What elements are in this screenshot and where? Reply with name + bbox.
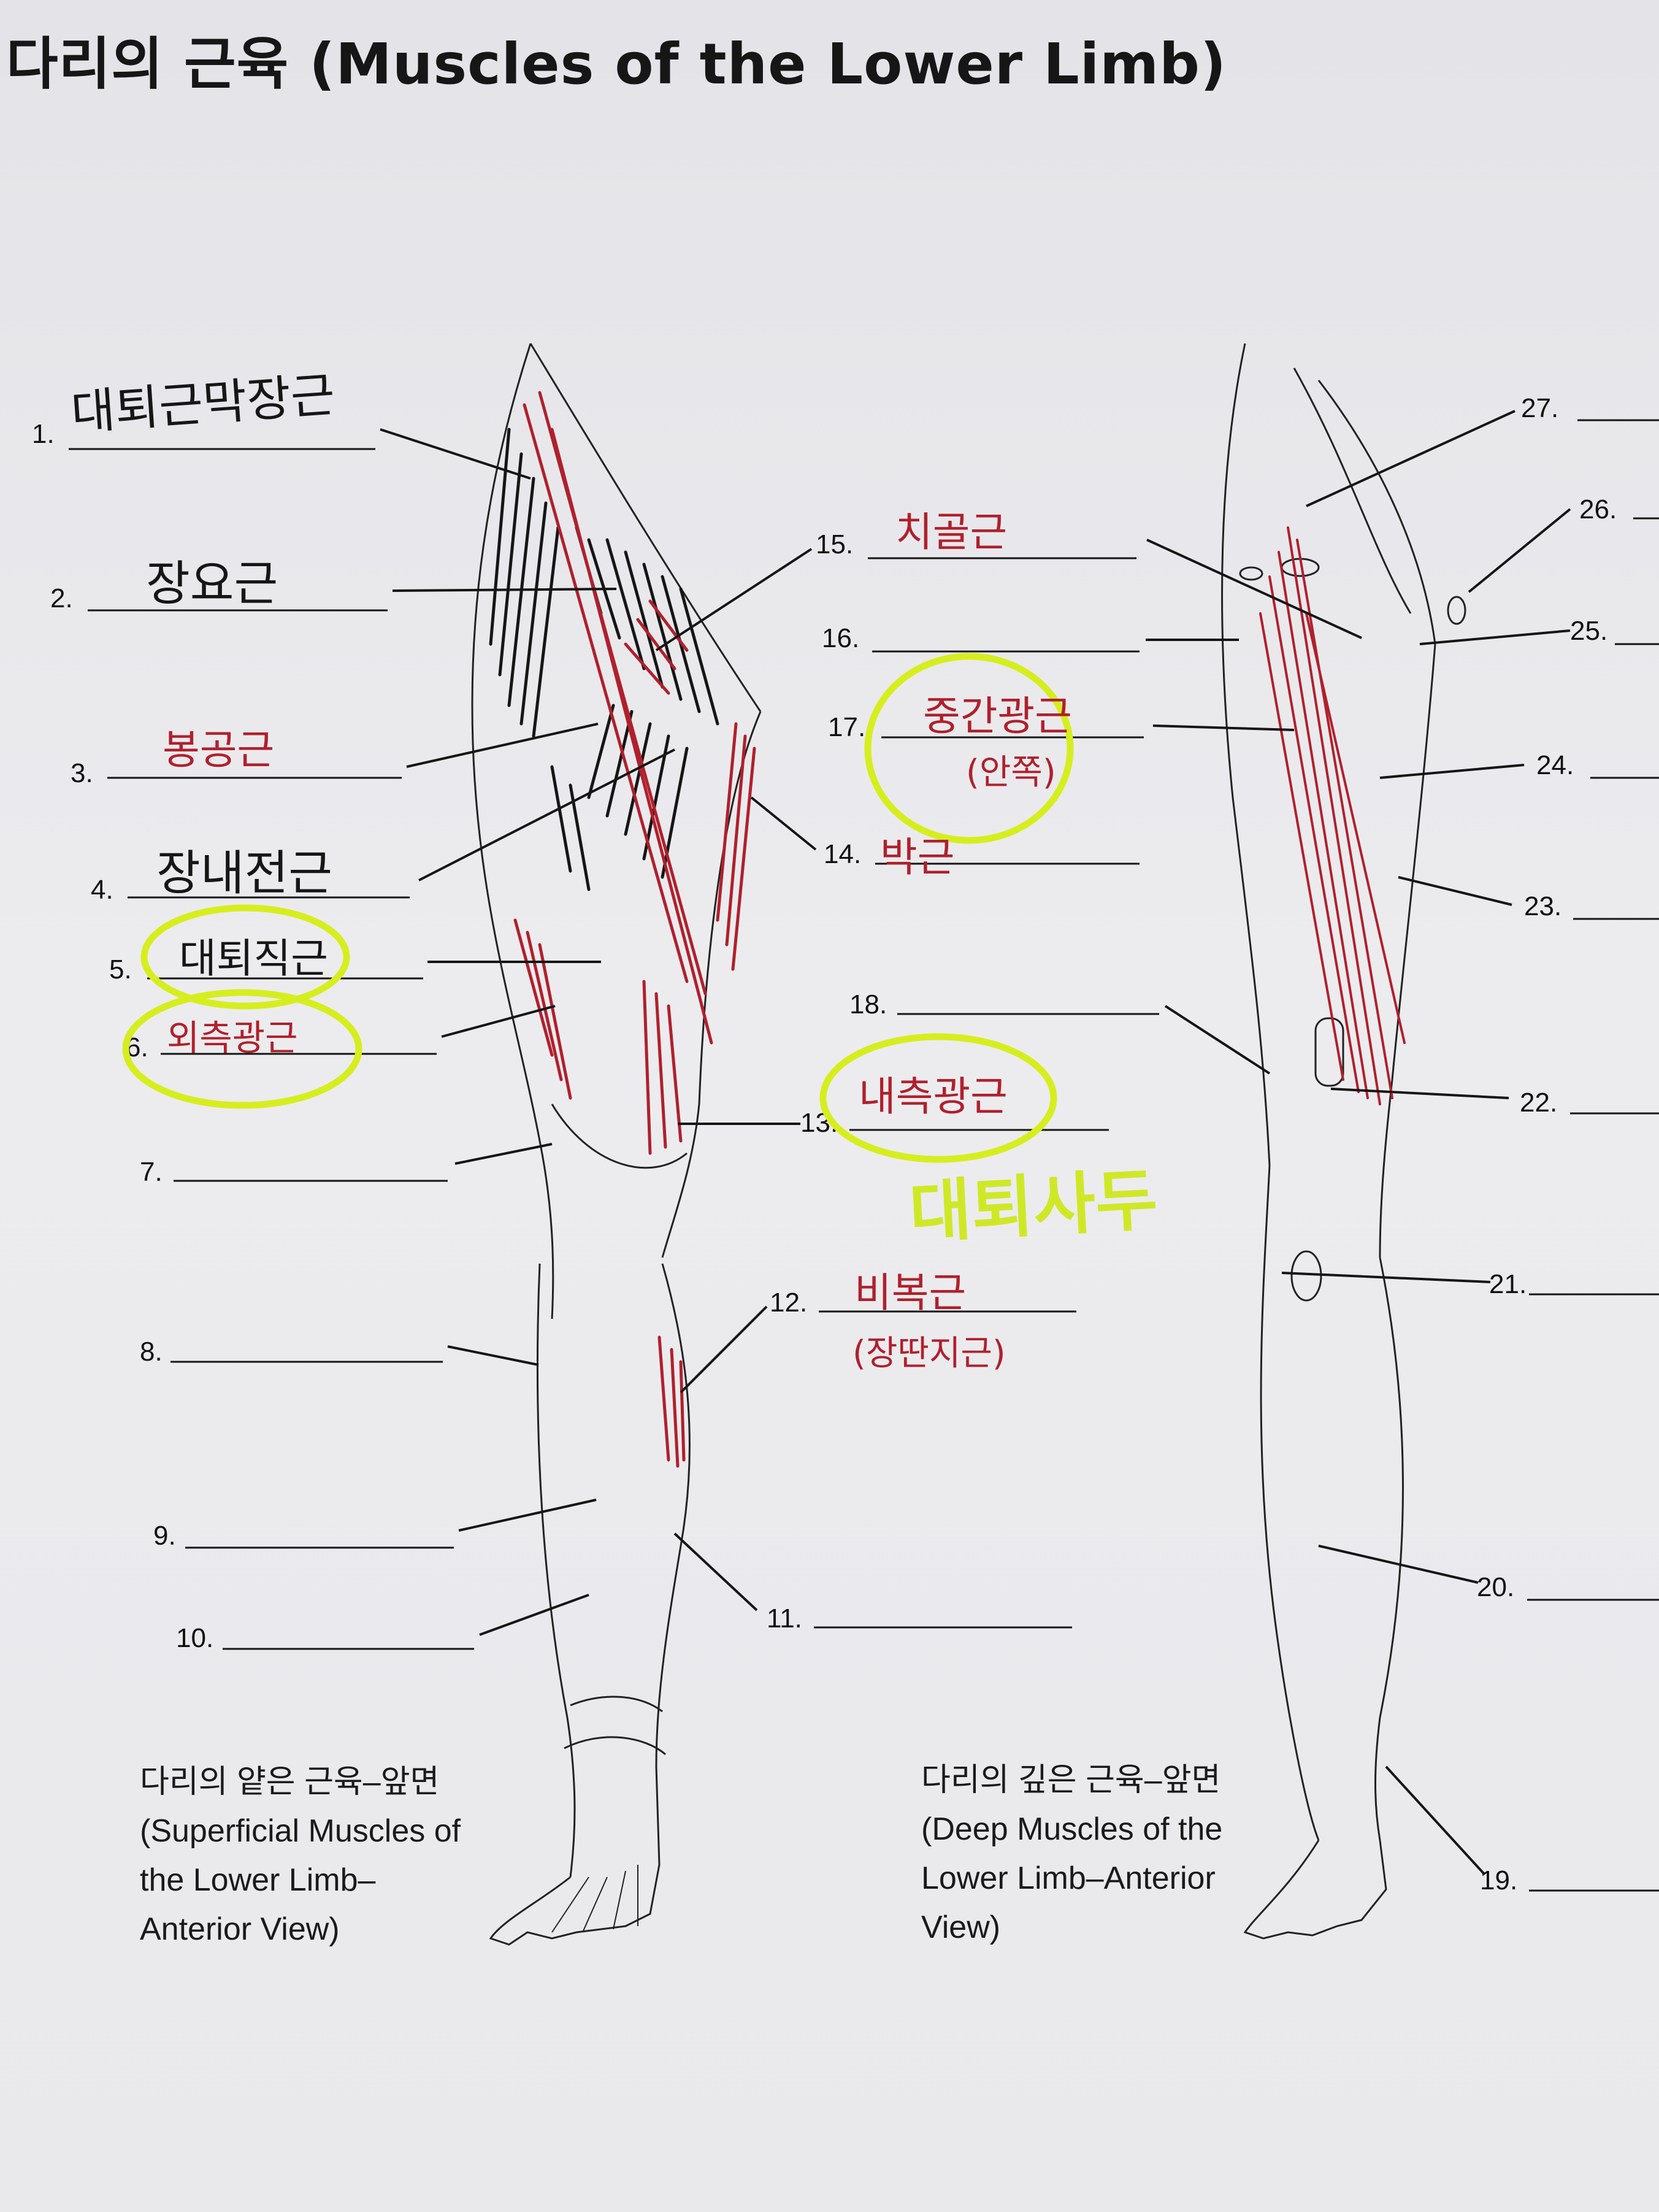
caption-superficial-line2: the Lower Limb–: [140, 1862, 376, 1898]
deep-fibers-red: [1259, 526, 1406, 1105]
caption-deep-line1: (Deep Muscles of the: [921, 1811, 1223, 1847]
superficial-fibers-black: [489, 428, 719, 891]
label-number: 16.: [822, 623, 859, 653]
superficial-leg-illustration: [471, 343, 762, 1946]
highlight-circle-17: [864, 653, 1074, 844]
answer-13: 내측광근: [859, 1073, 1008, 1120]
label-number: 23.: [1524, 891, 1561, 921]
label-number: 5.: [109, 954, 132, 985]
highlight-circle-6: [122, 989, 362, 1109]
answer-2: 장요근: [146, 556, 278, 612]
highlight-circle-13: [819, 1033, 1057, 1163]
label-number: 25.: [1570, 616, 1607, 646]
highlighter-circles: [122, 653, 1074, 1163]
label-number: 9.: [153, 1521, 176, 1551]
label-number: 7.: [140, 1157, 163, 1187]
answer-17: 중간광근: [923, 693, 1072, 740]
label-number: 1.: [32, 419, 55, 449]
answer-6: 외측광근: [167, 1017, 297, 1059]
highlight-circle-5: [140, 904, 350, 1010]
label-number: 20.: [1477, 1572, 1514, 1602]
caption-deep-line3: View): [921, 1910, 1001, 1945]
label-number: 15.: [816, 529, 853, 559]
label-number: 19.: [1480, 1865, 1517, 1895]
caption-deep-line2: Lower Limb–Anterior: [921, 1861, 1216, 1896]
answer-12-note: (장딴지근): [852, 1334, 1006, 1373]
leader-lines: [380, 410, 1571, 1875]
answer-17-note: (안쪽): [966, 753, 1056, 793]
label-number: 3.: [71, 758, 93, 788]
handwritten-answers: 대퇴근막장근 장요근 봉공근 장내전근 대퇴직근 외측광근 비복근 (장딴지근)…: [69, 367, 1160, 1373]
label-number: 27.: [1521, 393, 1558, 423]
label-number: 4.: [91, 875, 113, 905]
label-number: 10.: [176, 1623, 213, 1653]
caption-superficial-line1: (Superficial Muscles of: [140, 1813, 461, 1849]
label-number: 11.: [767, 1603, 802, 1634]
caption-deep: 다리의 깊은 근육–앞면 (Deep Muscles of the Lower …: [921, 1756, 1265, 1952]
label-number: 2.: [50, 583, 73, 613]
answer-1: 대퇴근막장근: [69, 367, 337, 441]
answer-12: 비복근: [854, 1269, 966, 1316]
label-number: 12.: [770, 1288, 807, 1318]
answer-15: 치골근: [895, 509, 1007, 556]
caption-deep-title: 다리의 깊은 근육–앞면: [921, 1762, 1221, 1798]
answer-3: 봉공근: [163, 726, 274, 774]
label-number: 18.: [849, 989, 887, 1020]
superficial-fibers-red: [513, 391, 756, 1468]
label-number: 21.: [1489, 1269, 1527, 1299]
answer-5: 대퇴직근: [179, 935, 328, 982]
caption-superficial: 다리의 얕은 근육–앞면 (Superficial Muscles of the…: [140, 1757, 483, 1954]
answer-4: 장내전근: [156, 846, 332, 901]
label-number: 22.: [1520, 1088, 1557, 1118]
label-blanks: [69, 419, 1659, 1892]
label-number: 24.: [1536, 750, 1574, 780]
answer-14: 박근: [880, 834, 954, 881]
label-number: 14.: [824, 839, 861, 869]
green-annotation: 대퇴사두: [908, 1161, 1160, 1252]
label-numbers: 1. 2. 3. 4. 5. 6. 7. 8. 9. 10. 11. 12. 1…: [32, 393, 1617, 1895]
label-number: 17.: [828, 712, 865, 742]
label-number: 26.: [1579, 494, 1617, 524]
caption-superficial-title: 다리의 얕은 근육–앞면: [140, 1764, 440, 1800]
label-number: 8.: [140, 1337, 163, 1367]
caption-superficial-line3: Anterior View): [140, 1911, 340, 1947]
deep-leg-illustration: [1221, 343, 1466, 1940]
page-title: 다리의 근육 (Muscles of the Lower Limb): [6, 31, 1227, 97]
